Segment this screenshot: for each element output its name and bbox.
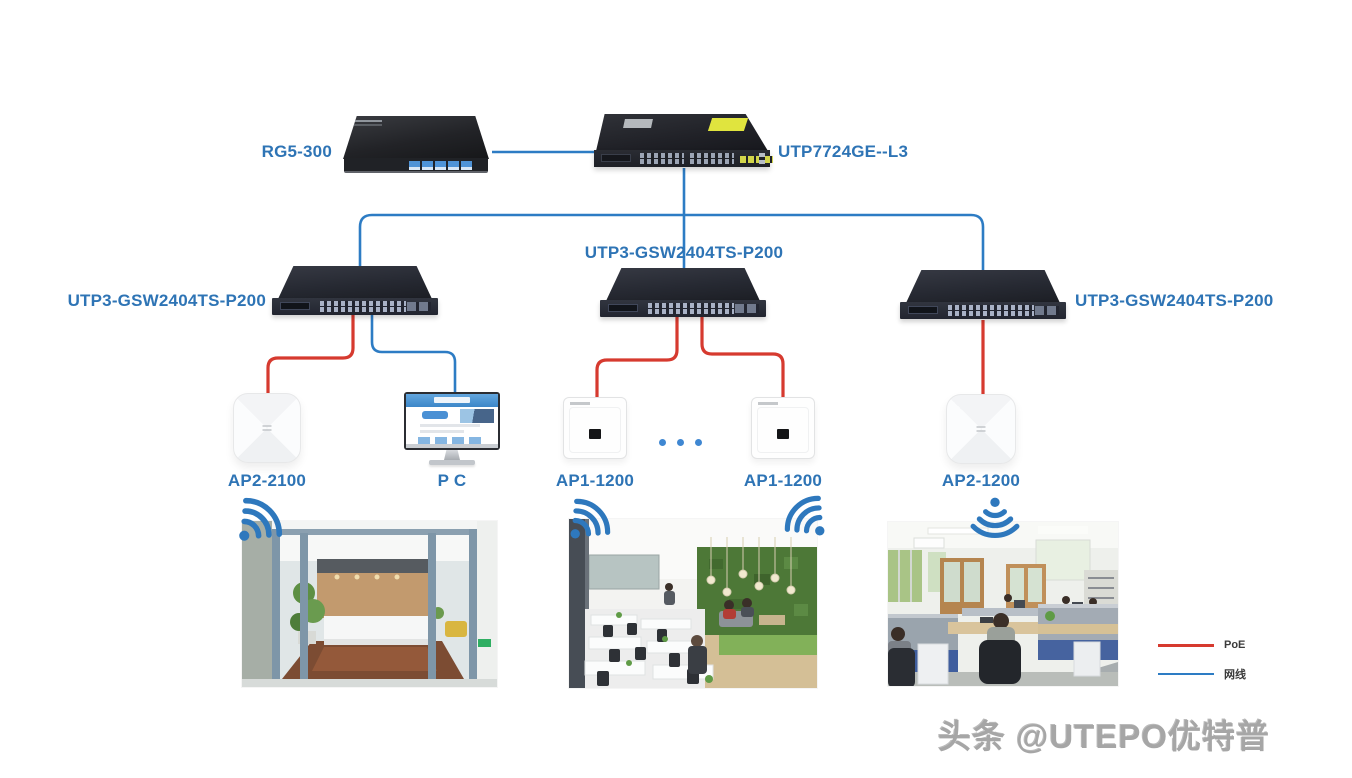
ceiling-ap-right-device (946, 394, 1016, 464)
access-switch-middle-device (600, 268, 766, 318)
ap-brand-tag (758, 402, 778, 405)
poe-line-swatch (1158, 643, 1214, 647)
legend-poe-label: PoE (1224, 639, 1246, 651)
core-switch-white-sticker (623, 119, 653, 128)
dot (695, 439, 702, 446)
switch-ports (648, 303, 734, 314)
access-switch-right-device (900, 270, 1066, 320)
pc-screen-button (422, 411, 448, 419)
poe-switch-to-ap1-right (700, 316, 785, 400)
wifi-signal-icon (570, 498, 611, 539)
switch-chassis (606, 268, 760, 301)
core-switch-yellow-sticker (707, 118, 749, 131)
pc-monitor (404, 392, 500, 450)
pc-screen-textline (420, 430, 464, 433)
core-switch-front-panel (594, 150, 773, 167)
core-switch-label: UTP7724GE--L3 (778, 142, 909, 161)
poe-switch-to-ap2-2100 (266, 310, 355, 396)
wifi-signal-icon (970, 497, 1020, 538)
switch-ports (948, 305, 1034, 316)
wifi-signal-icon (784, 495, 825, 536)
pc-device (404, 392, 500, 465)
access-switch-middle-label: UTP3-GSW2404TS-P200 (584, 243, 784, 262)
core-switch-badge (601, 154, 631, 162)
switch-lcd (908, 306, 938, 314)
switch-lcd (280, 302, 310, 310)
core-switch-port-group-1 (640, 153, 684, 164)
ceiling-ap-left-device (233, 393, 301, 463)
ap-port (777, 429, 789, 440)
router-ports (409, 161, 472, 170)
switch-lcd (608, 304, 638, 312)
switch-sfp-slots (735, 304, 759, 313)
cable-switch-to-pc (370, 310, 457, 396)
legend-row-poe: PoE (1158, 638, 1246, 652)
ap-ceiling-right-label: AP2-1200 (941, 471, 1021, 490)
office-entrance-photo (242, 521, 497, 687)
switch-front-panel (900, 302, 1066, 319)
pc-monitor-chin (406, 444, 498, 448)
core-switch-sfp-slots (740, 156, 773, 163)
pc-stand-base (429, 460, 475, 465)
wall-ap-1-device (563, 397, 627, 459)
pc-browser-banner (406, 394, 498, 407)
switch-ports (320, 301, 406, 312)
switch-front-panel (600, 300, 766, 317)
watermark-text: 头条 @UTEPO优特普 (938, 718, 1271, 755)
poe-switch-to-ap1-left (595, 316, 679, 400)
dot (677, 439, 684, 446)
ap-faceplate (569, 407, 621, 453)
core-switch-port-group-2 (690, 153, 734, 164)
access-switch-left-label: UTP3-GSW2404TS-P200 (67, 291, 266, 310)
router-brand-mark (348, 120, 382, 122)
open-office-photo (569, 519, 817, 688)
access-switch-left-device (272, 266, 438, 316)
ap-ceiling-left-label: AP2-2100 (227, 471, 307, 490)
ap-wall-2-label: AP1-1200 (743, 471, 823, 490)
wifi-signal-icon (239, 497, 283, 541)
core-switch-console-ports (759, 153, 765, 164)
ap-port (589, 429, 601, 440)
ellipsis-dots-icon (659, 439, 702, 446)
cable-distribution-bus (358, 213, 985, 278)
pc-screen-icon-row (418, 437, 486, 444)
switch-sfp-slots (1035, 306, 1059, 315)
wall-ap-2-device (751, 397, 815, 459)
router-front-panel (344, 158, 488, 173)
ap-faceplate (757, 407, 809, 453)
ap-brand-tag (570, 402, 590, 405)
cubicle-office-photo (888, 522, 1118, 686)
pc-screen-textline (420, 424, 480, 427)
pc-stand-neck (444, 450, 460, 460)
pc-label: P C (437, 471, 467, 490)
switch-chassis (278, 266, 432, 299)
switch-chassis (906, 270, 1060, 303)
legend: PoE 网线 (1158, 638, 1246, 696)
pc-screen (406, 394, 498, 448)
ap-wall-1-label: AP1-1200 (555, 471, 635, 490)
pc-screen-image (460, 409, 494, 423)
router-label: RG5-300 (261, 142, 332, 161)
router-chassis (343, 116, 489, 159)
dot (659, 439, 666, 446)
core-switch-chassis (596, 114, 768, 151)
router-device (338, 116, 494, 178)
access-switch-right-label: UTP3-GSW2404TS-P200 (1075, 291, 1274, 310)
switch-sfp-slots (407, 302, 431, 311)
legend-row-cable: 网线 (1158, 667, 1246, 681)
switch-front-panel (272, 298, 438, 315)
legend-cable-label: 网线 (1224, 669, 1246, 681)
core-switch-device (594, 114, 773, 170)
cable-line-swatch (1158, 672, 1214, 676)
